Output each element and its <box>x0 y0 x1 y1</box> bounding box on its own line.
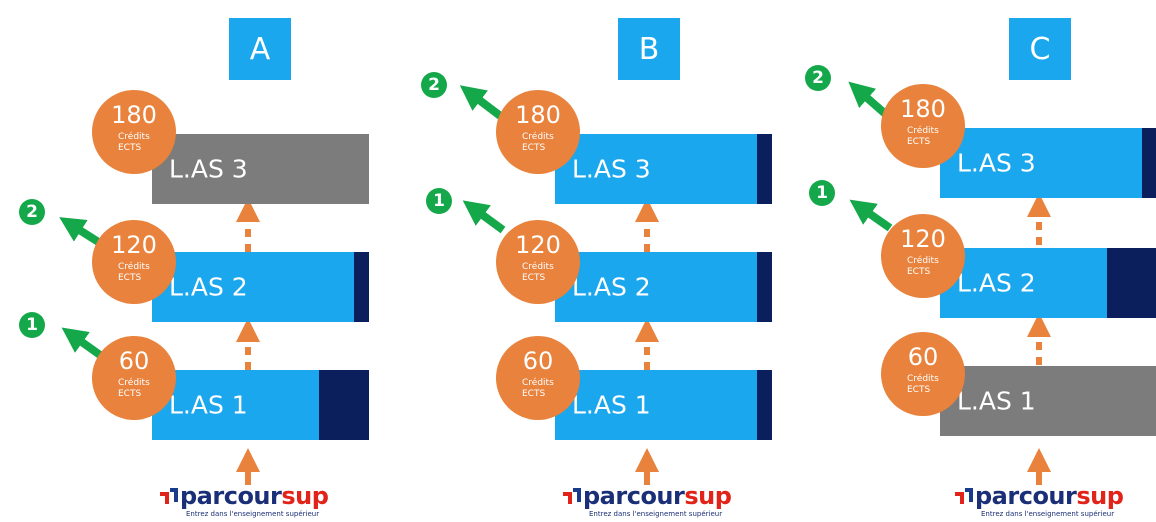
panel-b-badge: B <box>618 18 680 80</box>
parcoursup-logo: parcoursup Entrez dans l'enseignement su… <box>955 482 1125 522</box>
completion-block <box>1142 128 1156 198</box>
credits-unit: ECTS <box>907 267 931 277</box>
parcoursup-mark-icon <box>563 488 581 510</box>
las1-bar: L.AS 1 <box>940 366 1156 436</box>
credits-unit: ECTS <box>118 143 142 153</box>
exit-arrow <box>59 217 103 247</box>
completion-block <box>757 252 772 322</box>
las3-bar: L.AS 3 <box>940 128 1156 198</box>
credits-word: Crédits <box>907 256 939 266</box>
las3-label: L.AS 3 <box>957 148 1036 178</box>
parcoursup-mark-icon <box>160 488 178 510</box>
credits-word: Crédits <box>522 132 554 142</box>
exit-arrow <box>61 327 103 359</box>
credits-60-badge: 60 Crédits ECTS <box>496 336 580 420</box>
credits-180-badge: 180 Crédits ECTS <box>92 90 176 174</box>
logo-tagline: Entrez dans l'enseignement supérieur <box>186 510 320 518</box>
credits-unit: ECTS <box>522 389 546 399</box>
las1-bar: L.AS 1 <box>152 370 369 440</box>
credits-180-badge: 180 Crédits ECTS <box>496 90 580 174</box>
credits-120-badge: 120 Crédits ECTS <box>92 220 176 304</box>
credits-number: 180 <box>900 95 946 123</box>
credits-word: Crédits <box>522 262 554 272</box>
step-1-marker: 1 <box>19 312 45 338</box>
las1-bar: L.AS 1 <box>555 370 772 440</box>
las3-label: L.AS 3 <box>169 154 248 184</box>
parcoursup-logo: parcoursup Entrez dans l'enseignement su… <box>160 482 330 522</box>
parcoursup-logo: parcoursup Entrez dans l'enseignement su… <box>563 482 733 522</box>
las3-label: L.AS 3 <box>572 154 651 184</box>
credits-word: Crédits <box>907 374 939 384</box>
logo-wordmark: parcoursup <box>975 482 1124 510</box>
exit-arrow <box>459 85 506 122</box>
credits-180-badge: 180 Crédits ECTS <box>881 84 965 168</box>
las1-label: L.AS 1 <box>957 386 1036 416</box>
credits-number: 180 <box>111 101 157 129</box>
logo-wordmark: parcoursup <box>583 482 732 510</box>
credits-number: 180 <box>515 101 561 129</box>
credits-60-badge: 60 Crédits ECTS <box>881 332 965 416</box>
credits-60-badge: 60 Crédits ECTS <box>92 336 176 420</box>
credits-word: Crédits <box>118 132 150 142</box>
las1-label: L.AS 1 <box>572 390 651 420</box>
las2-label: L.AS 2 <box>572 272 651 302</box>
completion-block <box>319 370 369 440</box>
credits-number: 60 <box>118 347 150 375</box>
completion-block <box>757 134 772 204</box>
parcoursup-mark-icon <box>955 488 973 510</box>
las2-label: L.AS 2 <box>957 268 1036 298</box>
credits-number: 120 <box>900 225 946 253</box>
panel-c-badge: C <box>1009 18 1071 80</box>
step-2-marker: 2 <box>805 65 831 91</box>
step-2-marker: 2 <box>19 199 45 225</box>
completion-block <box>1107 248 1156 318</box>
las3-bar: L.AS 3 <box>555 134 772 204</box>
las2-bar: L.AS 2 <box>555 252 772 322</box>
credits-number: 120 <box>111 231 157 259</box>
credits-unit: ECTS <box>907 385 931 395</box>
completion-block <box>354 252 369 322</box>
las2-bar: L.AS 2 <box>940 248 1156 318</box>
las2-label: L.AS 2 <box>169 272 248 302</box>
credits-120-badge: 120 Crédits ECTS <box>881 214 965 298</box>
logo-tagline: Entrez dans l'enseignement supérieur <box>981 510 1115 518</box>
logo-tagline: Entrez dans l'enseignement supérieur <box>589 510 723 518</box>
credits-word: Crédits <box>522 378 554 388</box>
credits-unit: ECTS <box>118 273 142 283</box>
las3-bar: L.AS 3 <box>152 134 369 204</box>
step-1-marker: 1 <box>426 188 452 214</box>
credits-unit: ECTS <box>907 137 931 147</box>
las2-bar: L.AS 2 <box>152 252 369 322</box>
credits-unit: ECTS <box>118 389 142 399</box>
credits-120-badge: 120 Crédits ECTS <box>496 220 580 304</box>
exit-arrow <box>462 200 506 234</box>
logo-wordmark: parcoursup <box>180 482 329 510</box>
panel-a-badge: A <box>229 18 291 80</box>
credits-word: Crédits <box>907 126 939 136</box>
las1-label: L.AS 1 <box>169 390 248 420</box>
step-2-marker: 2 <box>421 72 447 98</box>
credits-number: 120 <box>515 231 561 259</box>
credits-number: 60 <box>522 347 554 375</box>
credits-word: Crédits <box>118 262 150 272</box>
step-1-marker: 1 <box>809 180 835 206</box>
exit-arrow <box>849 199 893 232</box>
completion-block <box>757 370 772 440</box>
credits-number: 60 <box>907 343 939 371</box>
credits-unit: ECTS <box>522 143 546 153</box>
credits-word: Crédits <box>118 378 150 388</box>
credits-unit: ECTS <box>522 273 546 283</box>
